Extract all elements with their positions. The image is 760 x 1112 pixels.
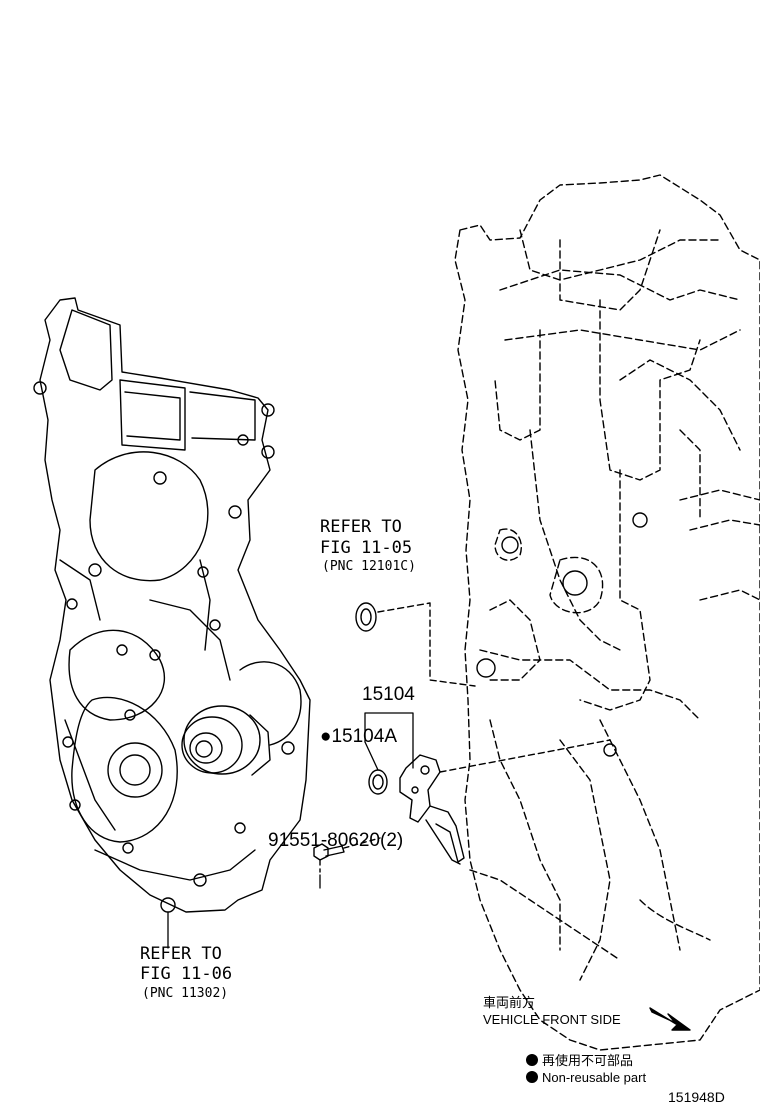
- lower-ref-line3: (PNC 11302): [142, 986, 229, 1001]
- figure-id: 151948D: [668, 1089, 725, 1105]
- part-number-15104: 15104: [362, 684, 415, 705]
- sensor-leader-dashed: [439, 739, 611, 773]
- part-number-15104a-text: 15104A: [331, 726, 397, 747]
- upper-o-ring: [355, 602, 377, 632]
- direction-label-en: VEHICLE FRONT SIDE: [483, 1012, 621, 1027]
- part-number-bolt: 91551-80620(2): [268, 830, 404, 851]
- upper-ref-line1: REFER TO: [320, 517, 402, 537]
- camshaft-position-sensor: [399, 754, 465, 865]
- sensor-15104-leader: [364, 712, 414, 769]
- legend-en: Non-reusable part: [526, 1070, 646, 1085]
- upper-ref-line2: FIG 11-05: [320, 538, 413, 558]
- legend-jp: 再使用不可部品: [526, 1050, 633, 1069]
- legend-dot-icon: [526, 1054, 538, 1066]
- part-number-15104a: ●15104A: [320, 726, 397, 748]
- legend-en-text: Non-reusable part: [542, 1070, 647, 1085]
- bolt-leader-dashed: [319, 837, 381, 873]
- vehicle-front-arrow: [649, 1007, 691, 1031]
- non-reusable-marker: ●: [320, 726, 332, 747]
- upper-ref-line3: (PNC 12101C): [322, 559, 416, 574]
- legend-dot-icon-2: [526, 1071, 538, 1083]
- lower-ref-line1: REFER TO: [140, 944, 222, 964]
- bolt-91551: [313, 843, 345, 861]
- direction-label-jp: 車両前方: [483, 995, 536, 1010]
- timing-chain-cover: [33, 297, 311, 913]
- engine-block-bosses: [476, 512, 648, 757]
- o-ring-15104a: [368, 769, 388, 795]
- upper-leader-dashed: [377, 602, 476, 687]
- engine-block: [454, 174, 760, 1051]
- idler-pulley: [181, 705, 271, 776]
- legend-jp-text: 再使用不可部品: [542, 1053, 634, 1068]
- lower-ref-line2: FIG 11-06: [140, 964, 233, 984]
- o-ring-leader: [364, 741, 379, 771]
